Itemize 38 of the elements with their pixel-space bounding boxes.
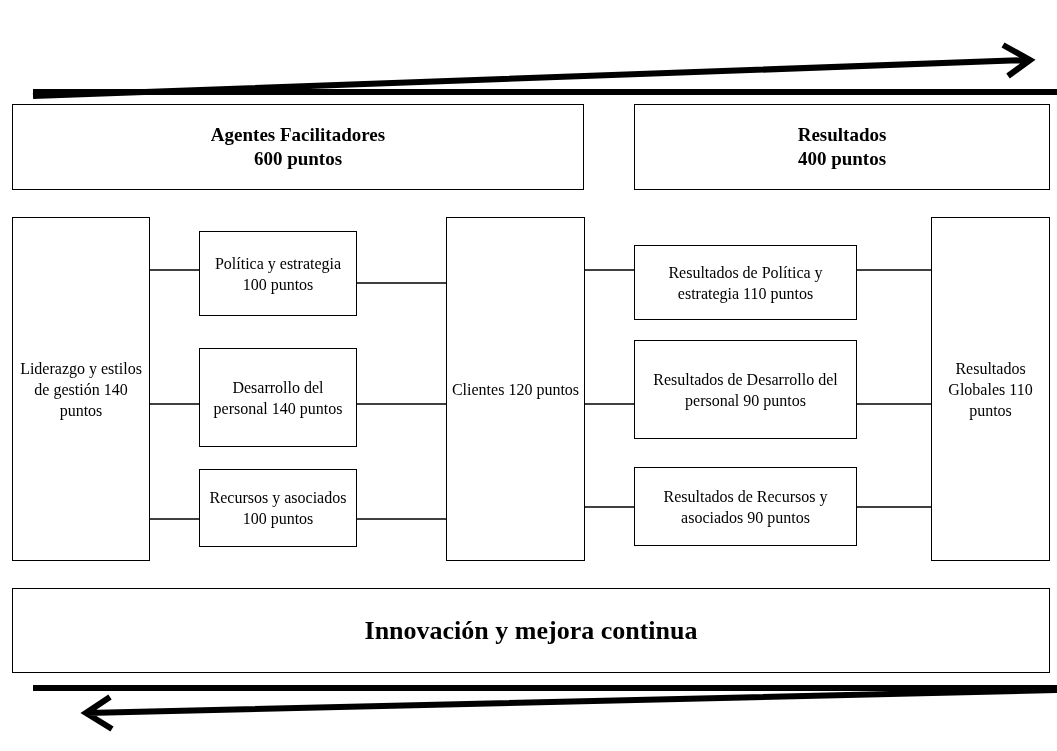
box-label: Resultados (797, 123, 887, 147)
connector-line (356, 403, 447, 405)
text-box (199, 348, 357, 447)
box-label: Innovación y mejora continua (364, 615, 698, 647)
text-box (931, 217, 1050, 561)
box-label: Resultados de Desarrollo del personal 90 puntos (652, 369, 839, 411)
connector-line (856, 403, 932, 405)
text-box (12, 588, 1050, 673)
text-box (634, 467, 857, 546)
box-label: Resultados de Política y estrategia 110 puntos (667, 262, 824, 304)
connector-line (149, 518, 200, 520)
connector-line (856, 269, 932, 271)
box-label: Liderazgo y estilos de gestión 140 puntos (19, 358, 143, 421)
connector-line (584, 506, 635, 508)
box-label: Desarrollo del personal 140 puntos (212, 377, 344, 419)
connector-line (149, 269, 200, 271)
text-box (199, 231, 357, 316)
connector-line (856, 506, 932, 508)
connector-line (356, 518, 447, 520)
connector-line (584, 269, 635, 271)
box-label: Recursos y asociados 100 puntos (208, 488, 348, 529)
text-box (634, 245, 857, 320)
box-label: Resultados de Recursos y asociados 90 puntos (662, 486, 829, 528)
text-box (634, 340, 857, 439)
text-box (199, 469, 357, 547)
box-label: Resultados Globales 110 puntos (947, 358, 1034, 421)
box-label: Agentes Facilitadores (210, 123, 386, 147)
text-box (634, 104, 1050, 190)
box-label: 400 puntos (797, 147, 887, 171)
box-label: 600 puntos (253, 147, 343, 171)
text-box (12, 217, 150, 561)
connector-line (149, 403, 200, 405)
connector-line (584, 403, 635, 405)
text-box (446, 217, 585, 561)
connector-line (356, 282, 447, 284)
box-label: Política y estrategia 100 puntos (213, 253, 343, 295)
text-box (12, 104, 584, 190)
box-label: Clientes 120 puntos (451, 379, 580, 400)
